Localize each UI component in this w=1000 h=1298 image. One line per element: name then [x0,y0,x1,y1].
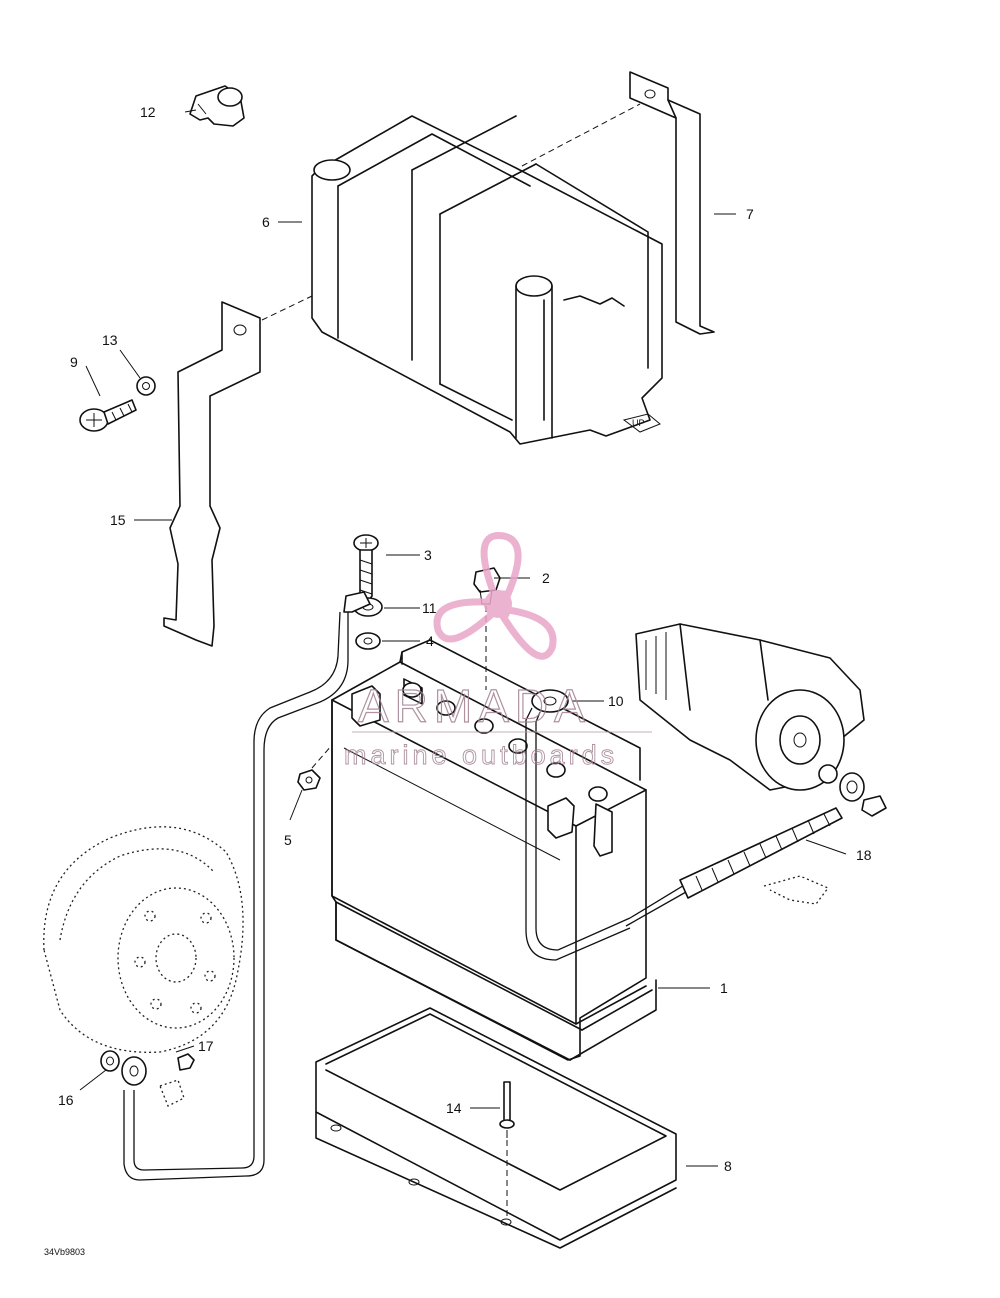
callout-11: 11 [422,600,437,616]
drawing-code: 34Vb9803 [44,1247,85,1257]
callout-18: 18 [856,847,872,863]
callout-16: 16 [58,1092,74,1108]
starter-motor [635,623,887,817]
flywheel-housing [43,826,244,1053]
part-1-battery [331,639,657,1061]
callout-7: 7 [746,206,754,222]
part-3-bolt [353,534,379,605]
part-14-rivet [499,1081,515,1138]
watermark-subtitle: marine outboards [344,740,618,770]
part-10-positive-cable [525,689,631,961]
leader-dash-15-6 [261,295,313,321]
part-15-strap [163,301,261,647]
watermark-title: ARMADA [358,680,591,732]
part-16-washer [100,1050,120,1072]
callout-17: 17 [198,1038,214,1054]
leader-dash-6-7 [521,103,641,167]
part-7-rear-bracket [629,71,715,335]
callout-4: 4 [426,633,434,649]
part-5-nut [297,769,321,791]
armada-watermark: ARMADA marine outboards [344,532,652,770]
callout-6: 6 [262,214,270,230]
callout-5: 5 [284,832,292,848]
propeller-logo-icon [433,532,557,660]
svg-text:UP: UP [632,418,645,428]
callout-9: 9 [70,354,78,370]
callout-13: 13 [102,332,118,348]
part-9-screw [79,399,137,432]
part-17-nut [159,1053,195,1107]
part-6-battery-cover: UP [311,115,663,445]
part-12-vent-elbow [189,85,245,127]
part-18-starter-cable [625,772,865,927]
part-4-washer [355,632,381,650]
callout-1: 1 [720,980,728,996]
callout-10: 10 [608,693,624,709]
part-13-washer [136,376,156,396]
leader-lines [79,109,847,1167]
callout-12: 12 [140,104,156,120]
callout-labels: 12 6 7 9 13 15 3 2 11 4 10 5 18 1 17 16 … [58,104,872,1174]
callout-3: 3 [424,547,432,563]
ground-cable [121,591,371,1181]
callout-2: 2 [542,570,550,586]
callout-8: 8 [724,1158,732,1174]
callout-14: 14 [446,1100,462,1116]
callout-15: 15 [110,512,126,528]
part-8-battery-tray [315,1007,677,1249]
